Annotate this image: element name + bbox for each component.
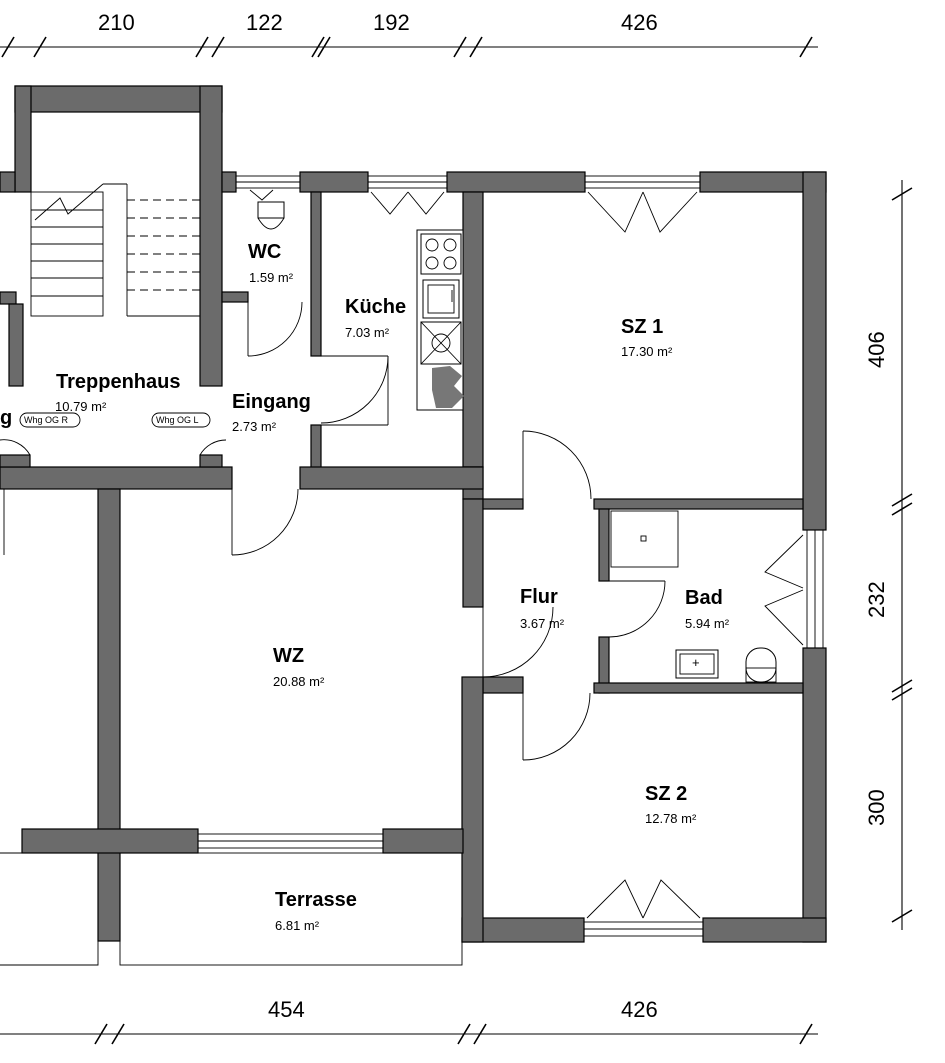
room-area-treppenhaus: 10.79 m² [55,399,107,414]
room-name-terrasse: Terrasse [275,889,357,911]
dim-top-2: 122 [246,10,283,35]
dim-right-2: 232 [864,581,889,618]
dimension-chain-right: 406 232 300 [864,180,913,930]
room-area-wc: 1.59 m² [249,270,294,285]
dim-right-1: 406 [864,331,889,368]
dim-top-4: 426 [621,10,658,35]
room-name-sz2: SZ 2 [645,783,687,805]
fixtures: + [257,201,777,683]
room-name-sz1: SZ 1 [621,316,663,338]
room-name-flur: Flur [520,586,558,608]
dim-bottom-2: 426 [621,997,658,1022]
stair [0,111,227,456]
terrace-outline [0,489,463,966]
room-name-wc: WC [248,241,281,263]
dimension-chain-top: 210 122 192 426 [0,10,818,58]
room-area-wz: 20.88 m² [273,674,325,689]
tag-whg-og-l: Whg OG L [156,415,199,425]
dim-bottom-1: 454 [268,997,305,1022]
walls [0,85,827,943]
room-name-wz: WZ [273,645,304,667]
room-area-sz2: 12.78 m² [645,811,697,826]
room-name-eingang: Eingang [232,391,311,413]
room-name-treppenhaus: Treppenhaus [56,371,180,393]
apartment-tags: Whg OG R Whg OG L [19,412,211,428]
room-name-left-cut: g [0,407,12,429]
room-area-flur: 3.67 m² [520,616,565,631]
dim-top-1: 210 [98,10,135,35]
dim-top-3: 192 [373,10,410,35]
windows [197,175,824,937]
svg-text:+: + [692,655,700,670]
room-labels: Treppenhaus 10.79 m² g WC 1.59 m² Küche … [0,241,730,933]
room-area-eingang: 2.73 m² [232,419,277,434]
room-area-terrasse: 6.81 m² [275,918,320,933]
doors [231,301,666,761]
room-name-kueche: Küche [345,296,406,318]
room-area-bad: 5.94 m² [685,616,730,631]
dimension-chain-bottom: 454 426 [0,997,818,1045]
dim-right-3: 300 [864,789,889,826]
room-area-kueche: 7.03 m² [345,325,390,340]
tag-whg-og-r: Whg OG R [24,415,69,425]
room-name-bad: Bad [685,587,723,609]
room-area-sz1: 17.30 m² [621,344,673,359]
